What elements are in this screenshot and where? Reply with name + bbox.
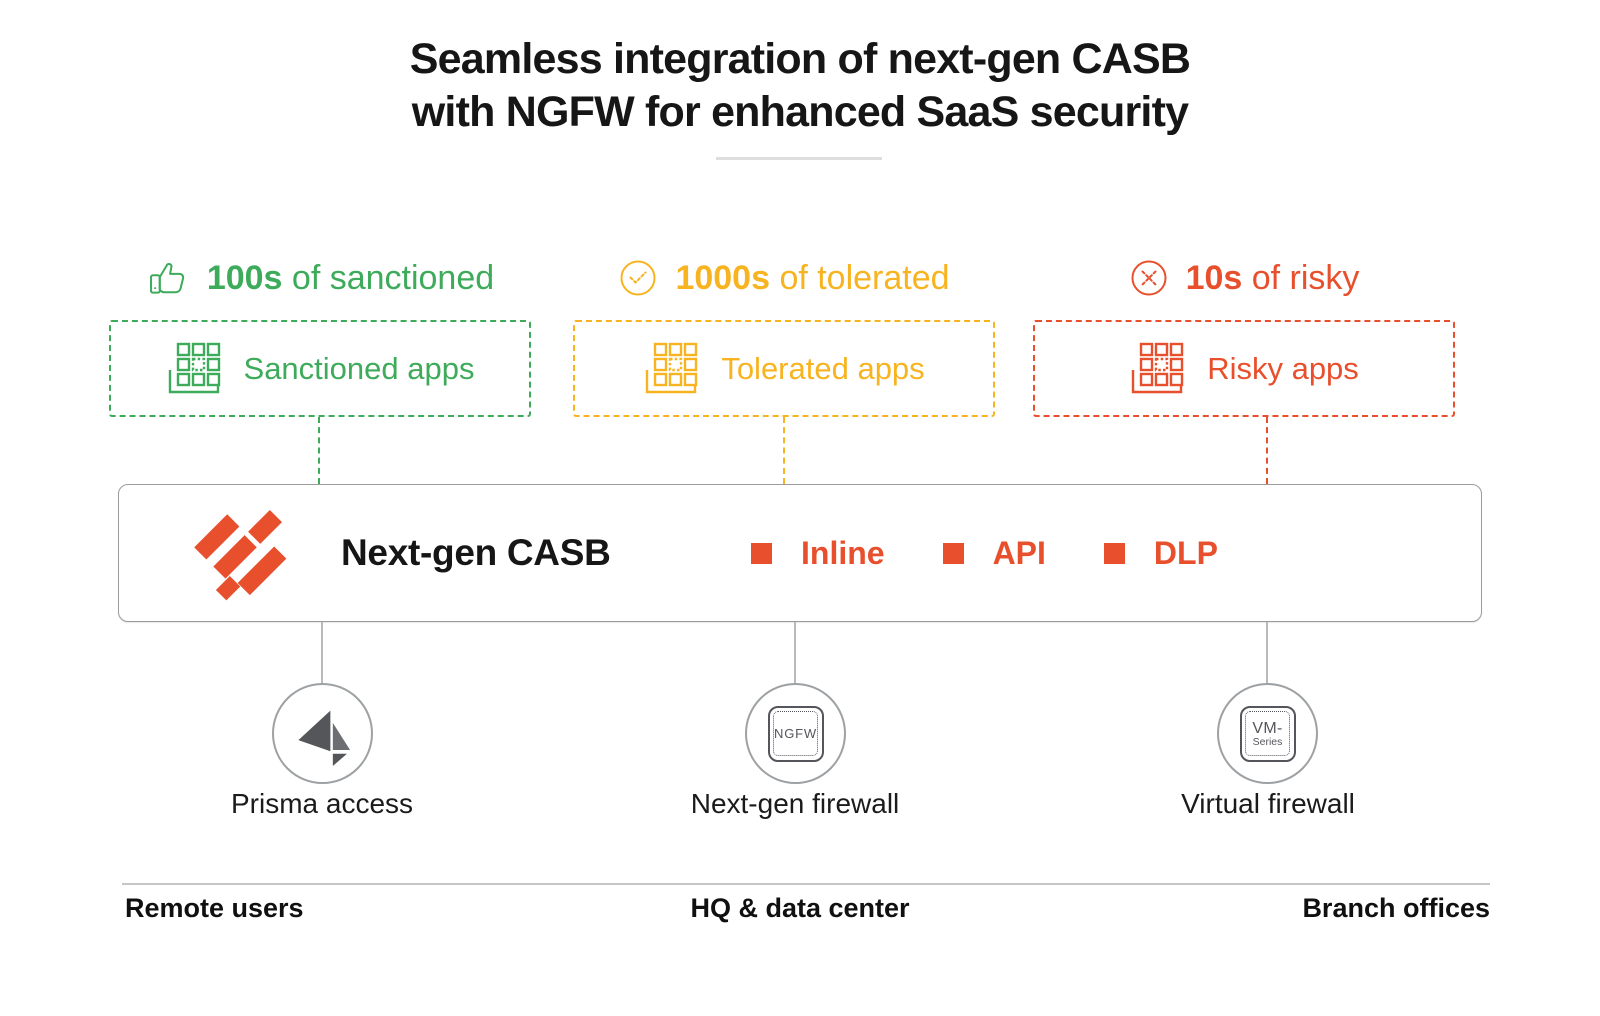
ngfw-chip-icon: NGFW	[767, 705, 824, 762]
check-circle-icon	[620, 260, 656, 296]
risky-count-suffix: of risky	[1251, 258, 1360, 297]
apps-grid-icon	[646, 342, 698, 393]
drop-line-ngfw	[794, 622, 796, 684]
next-gen-firewall-label: Next-gen firewall	[690, 788, 900, 819]
category-risky-header: 10s of risky	[1033, 250, 1455, 306]
orange-square-bullet-icon	[751, 542, 772, 564]
footer-remote-users: Remote users	[125, 893, 304, 923]
vm-series-chip-icon: VM- Series	[1239, 705, 1296, 762]
risky-apps-label: Risky apps	[1207, 350, 1359, 386]
sanctioned-apps-box: Sanctioned apps	[109, 320, 531, 417]
risky-apps-box: Risky apps	[1033, 320, 1455, 417]
palo-alto-networks-logo-icon	[194, 509, 287, 601]
tolerated-count-suffix: of tolerated	[779, 258, 950, 297]
tolerated-apps-box: Tolerated apps	[573, 320, 995, 417]
drop-line-vm	[1266, 622, 1268, 684]
ngfw-chip-text: NGFW	[774, 726, 817, 741]
sanctioned-count: 100s	[206, 258, 283, 297]
ngfw-node: NGFW	[745, 683, 846, 784]
category-sanctioned-header: 100s of sanctioned	[109, 250, 531, 306]
footer-hq-data-center: HQ & data center	[690, 893, 910, 923]
vm-chip-line1: VM-	[1252, 719, 1283, 737]
connector-risky	[1266, 417, 1268, 484]
category-sanctioned-headline: 100s of sanctioned	[207, 259, 494, 298]
prisma-access-icon	[297, 710, 350, 766]
connector-sanctioned	[318, 417, 320, 484]
tolerated-count: 1000s	[675, 258, 770, 297]
connector-tolerated	[783, 417, 785, 484]
next-gen-casb-bar: Next-gen CASB Inline API DLP	[118, 484, 1482, 622]
page-title: Seamless integration of next-gen CASB wi…	[0, 33, 1600, 139]
sanctioned-count-suffix: of sanctioned	[291, 258, 495, 297]
feature-inline-label: Inline	[801, 534, 885, 571]
category-risky: 10s of risky Risky apps	[1033, 250, 1455, 417]
orange-square-bullet-icon	[942, 542, 964, 564]
prisma-access-node	[272, 683, 373, 784]
page-title-line1: Seamless integration of next-gen CASB	[409, 35, 1191, 83]
page-title-line2: with NGFW for enhanced SaaS security	[411, 88, 1189, 136]
apps-grid-icon	[168, 342, 220, 393]
vm-series-node: VM- Series	[1217, 683, 1318, 784]
feature-dlp-label: DLP	[1153, 534, 1218, 571]
footer-branch-offices: Branch offices	[1302, 893, 1490, 923]
tolerated-apps-label: Tolerated apps	[721, 350, 925, 386]
feature-api: API	[942, 534, 1046, 572]
drop-line-prisma	[321, 622, 323, 684]
apps-grid-icon	[1131, 342, 1184, 393]
vm-chip-line2: Series	[1252, 735, 1283, 748]
sanctioned-apps-label: Sanctioned apps	[243, 350, 475, 386]
category-tolerated-header: 1000s of tolerated	[573, 250, 995, 306]
footer-divider	[122, 883, 1490, 885]
title-divider	[716, 157, 882, 160]
casb-features: Inline API DLP	[751, 485, 1218, 621]
product-name: Next-gen CASB	[341, 532, 611, 573]
feature-inline: Inline	[751, 535, 885, 572]
category-sanctioned: 100s of sanctioned Sanctioned apps	[109, 250, 531, 417]
thumbs-up-icon	[149, 263, 184, 294]
feature-api-label: API	[992, 534, 1046, 571]
prisma-access-label: Prisma access	[230, 788, 414, 819]
category-risky-headline: 10s of risky	[1186, 259, 1360, 298]
virtual-firewall-label: Virtual firewall	[1181, 788, 1355, 819]
category-tolerated: 1000s of tolerated Tolerated apps	[573, 250, 995, 417]
orange-square-bullet-icon	[1103, 542, 1125, 564]
risky-count: 10s	[1185, 258, 1243, 297]
category-tolerated-headline: 1000s of tolerated	[675, 259, 949, 298]
feature-dlp: DLP	[1103, 534, 1218, 572]
cross-circle-icon	[1131, 260, 1167, 296]
